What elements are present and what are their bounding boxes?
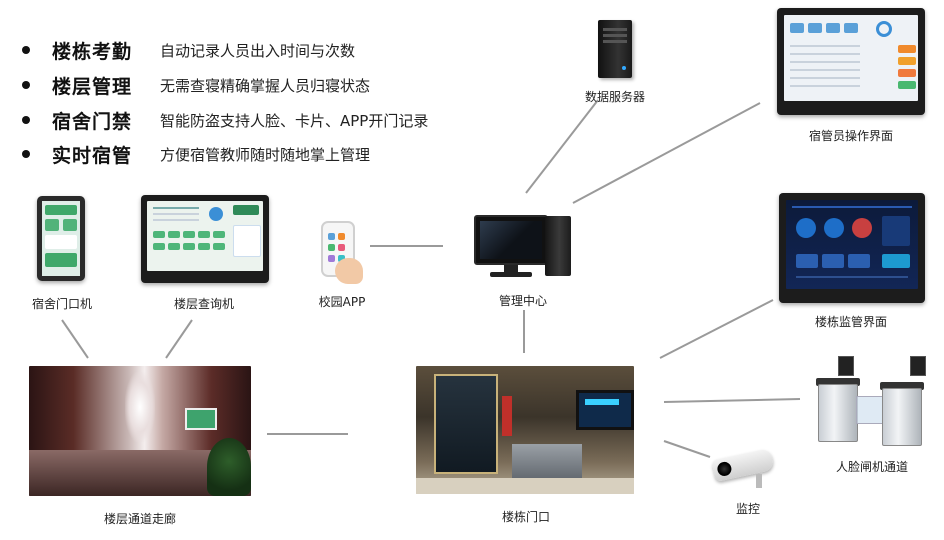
floor-kiosk-label: 楼层查询机 [173, 297, 235, 311]
entrance-screen-icon [576, 390, 634, 430]
monitor-base [490, 272, 532, 277]
bullet-icon [22, 81, 30, 89]
feature-item: 实时宿管 方便宿管教师随时随地掌上管理 [22, 138, 370, 170]
link-entrance-camera [663, 440, 711, 458]
entrance-gate-icon [512, 444, 582, 484]
feature-title: 楼栋考勤 [52, 40, 133, 63]
link-entrance-monitor-ui [659, 299, 774, 359]
bullet-icon [22, 116, 30, 124]
link-kiosk-corridor [165, 319, 193, 359]
feature-desc: 无需查寝精确掌握人员归寝状态 [160, 76, 371, 95]
link-center-server [525, 99, 599, 194]
entrance-label: 楼栋门口 [501, 510, 551, 524]
face-gate-label: 人脸闸机通道 [835, 460, 909, 474]
link-door-device-corridor [61, 319, 89, 359]
monitor-ui-label: 楼栋监管界面 [814, 315, 888, 329]
feature-item: 楼栋考勤 自动记录人员出入时间与次数 [22, 34, 355, 66]
feature-desc: 智能防盗支持人脸、卡片、APP开门记录 [160, 111, 429, 130]
wall-screen-icon [185, 408, 217, 430]
bullet-icon [22, 150, 30, 158]
server-icon [598, 20, 632, 78]
plant-icon [207, 438, 251, 496]
feature-desc: 方便宿管教师随时随地掌上管理 [160, 145, 371, 164]
feature-title: 宿舍门禁 [52, 110, 133, 133]
desktop-monitor-icon [474, 215, 548, 265]
monitor-stand [504, 265, 518, 273]
feature-item: 楼层管理 无需查寝精确掌握人员归寝状态 [22, 69, 370, 101]
floor-kiosk-icon [141, 195, 269, 283]
door-device-icon [37, 196, 85, 281]
management-center-label: 管理中心 [498, 294, 548, 308]
campus-app-label: 校园APP [318, 295, 366, 309]
surveillance-label: 监控 [735, 502, 761, 516]
hand-icon [335, 258, 363, 284]
link-entrance-gate [663, 398, 801, 403]
pc-tower-icon [545, 216, 571, 276]
corridor-photo [29, 366, 251, 496]
door-device-label: 宿舍门口机 [31, 297, 93, 311]
monitor-ui-screen-icon [779, 193, 925, 303]
feature-title: 实时宿管 [52, 144, 133, 167]
entrance-photo [416, 366, 634, 494]
data-server-label: 数据服务器 [584, 90, 646, 104]
feature-item: 宿舍门禁 智能防盗支持人脸、卡片、APP开门记录 [22, 104, 428, 136]
bullet-icon [22, 46, 30, 54]
link-center-admin-ui [572, 102, 761, 204]
feature-title: 楼层管理 [52, 75, 133, 98]
turnstile-icon [806, 356, 932, 446]
admin-ui-label: 宿管员操作界面 [808, 129, 894, 143]
admin-ui-monitor-icon [777, 8, 925, 115]
camera-mount [756, 474, 762, 488]
corridor-label: 楼层通道走廊 [103, 512, 177, 526]
feature-desc: 自动记录人员出入时间与次数 [160, 41, 356, 60]
